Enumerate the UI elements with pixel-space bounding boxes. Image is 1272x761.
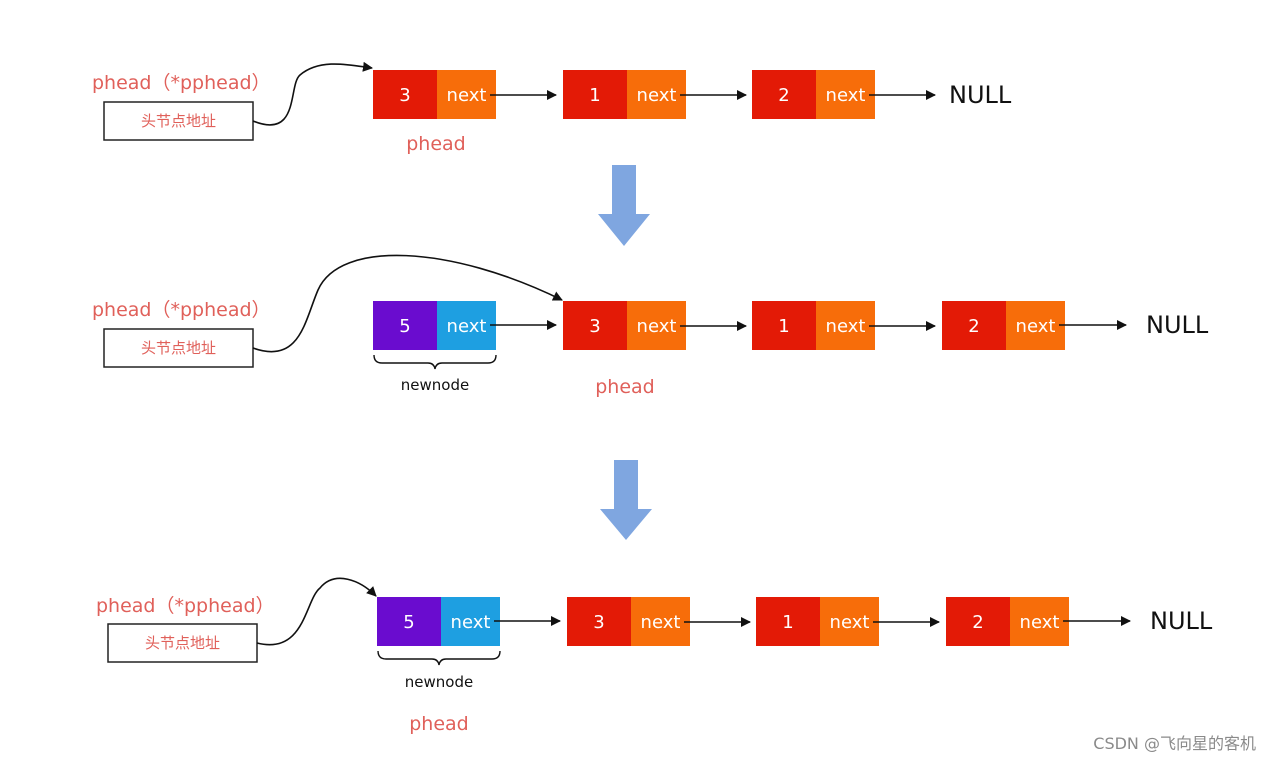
head-address-box: 头节点地址	[107, 623, 258, 663]
node-value: 2	[968, 316, 979, 337]
node-value: 3	[589, 316, 600, 337]
list-node: 2 next	[946, 597, 1069, 646]
down-arrow-icon	[600, 460, 652, 540]
list-node: 3 next	[567, 597, 690, 646]
next-field: next	[641, 612, 681, 633]
new-node: 5 next	[373, 301, 496, 350]
head-address-label: 头节点地址	[141, 339, 216, 357]
next-field: next	[830, 612, 870, 633]
next-field: next	[1020, 612, 1060, 633]
list-node: 1 next	[563, 70, 686, 119]
newnode-brace	[377, 650, 501, 666]
next-field: next	[637, 316, 677, 337]
next-field: next	[826, 85, 866, 106]
list-node: 3 next	[373, 70, 496, 119]
newnode-label: newnode	[405, 673, 473, 691]
stage-2: phead（*pphead） 头节点地址 5 next newnode 3 ne…	[92, 254, 1209, 398]
head-address-label: 头节点地址	[141, 112, 216, 130]
phead-label: phead	[409, 713, 469, 735]
node-value: 2	[972, 612, 983, 633]
head-pointer-arrow	[256, 577, 377, 646]
down-arrow-icon	[598, 165, 650, 246]
null-terminator: NULL	[949, 81, 1012, 109]
pointer-label: phead（*pphead）	[96, 595, 275, 617]
node-value: 5	[399, 316, 410, 337]
head-address-label: 头节点地址	[145, 634, 220, 652]
phead-label: phead	[595, 376, 655, 398]
node-value: 1	[589, 85, 600, 106]
next-field: next	[1016, 316, 1056, 337]
node-value: 1	[782, 612, 793, 633]
new-node: 5 next	[377, 597, 500, 646]
stage-3: phead（*pphead） 头节点地址 5 next newnode phea…	[96, 577, 1213, 735]
next-field: next	[637, 85, 677, 106]
next-field: next	[826, 316, 866, 337]
head-pointer-arrow	[252, 61, 373, 126]
list-node: 1 next	[752, 301, 875, 350]
list-node: 3 next	[563, 301, 686, 350]
list-node: 1 next	[756, 597, 879, 646]
pointer-label: phead（*pphead）	[92, 299, 271, 321]
list-node: 2 next	[942, 301, 1065, 350]
next-field: next	[447, 316, 487, 337]
head-address-box: 头节点地址	[103, 328, 254, 368]
null-terminator: NULL	[1150, 607, 1213, 635]
node-value: 3	[399, 85, 410, 106]
newnode-label: newnode	[401, 376, 469, 394]
node-value: 2	[778, 85, 789, 106]
stage-1: phead（*pphead） 头节点地址 3 next 1 next 2 nex…	[92, 61, 1012, 155]
node-value: 1	[778, 316, 789, 337]
pointer-label: phead（*pphead）	[92, 72, 271, 94]
list-node: 2 next	[752, 70, 875, 119]
head-pointer-arrow	[252, 254, 563, 353]
phead-label: phead	[406, 133, 466, 155]
watermark: CSDN @飞向星的客机	[1093, 734, 1256, 753]
next-field: next	[447, 85, 487, 106]
newnode-brace	[373, 354, 497, 370]
null-terminator: NULL	[1146, 311, 1209, 339]
next-field: next	[451, 612, 491, 633]
head-address-box: 头节点地址	[103, 101, 254, 141]
node-value: 3	[593, 612, 604, 633]
node-value: 5	[403, 612, 414, 633]
